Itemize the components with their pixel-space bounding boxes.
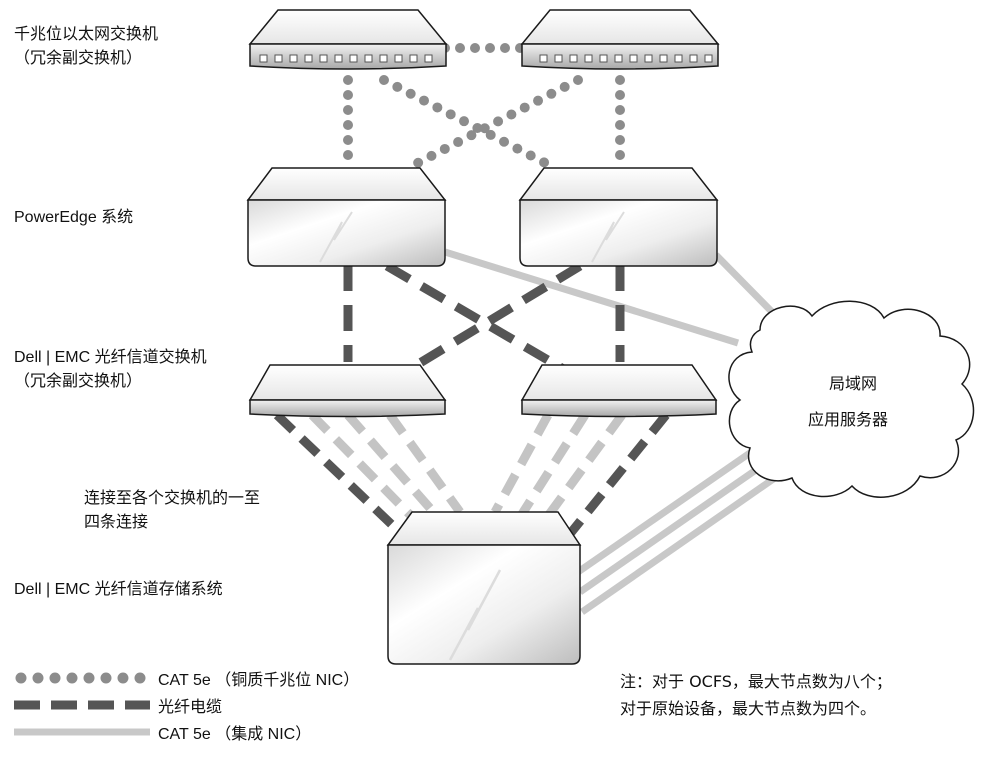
dashed-line-swatch bbox=[14, 700, 150, 710]
note-text: 注：对于 OCFS，最大节点数为八个； 对于原始设备，最大节点数为四个。 bbox=[620, 672, 892, 718]
fc-switch-right bbox=[520, 364, 718, 418]
solid-line-swatch bbox=[14, 728, 150, 736]
poweredge-system-left bbox=[246, 167, 447, 267]
legend-item-fiber: 光纤电缆 bbox=[14, 693, 222, 717]
lan-cloud bbox=[728, 300, 975, 498]
cat5e-copper-cables bbox=[343, 43, 625, 173]
dotted-line-swatch bbox=[15, 672, 154, 684]
fc-switch-label: Dell | EMC 光纤信道交换机 （冗余副交换机） bbox=[14, 349, 207, 390]
switch-ports bbox=[259, 54, 433, 63]
cat5e-integrated-cables bbox=[443, 248, 794, 615]
connections-label: 连接至各个交换机的一至 四条连接 bbox=[84, 488, 261, 531]
poweredge-label: PowerEdge 系统 bbox=[14, 209, 134, 226]
legend-item-copper: CAT 5e （铜质千兆位 NIC） bbox=[14, 666, 359, 690]
storage-label: Dell | EMC 光纤信道存储系统 bbox=[14, 581, 223, 598]
fiber-cables-upper bbox=[343, 262, 625, 376]
lan-label: 局域网 应用服务器 bbox=[808, 374, 889, 429]
gigabit-switch-label: 千兆位以太网交换机 （冗余副交换机） bbox=[14, 24, 159, 67]
storage-system bbox=[386, 511, 582, 665]
legend-item-integrated: CAT 5e （集成 NIC） bbox=[14, 720, 311, 744]
poweredge-system-right bbox=[518, 167, 719, 267]
gigabit-switch-right bbox=[520, 9, 720, 70]
gigabit-switch-left bbox=[248, 9, 448, 70]
fiber-cables-lower bbox=[273, 411, 670, 546]
switch-ports bbox=[539, 54, 713, 63]
fc-switch-left bbox=[248, 364, 447, 418]
